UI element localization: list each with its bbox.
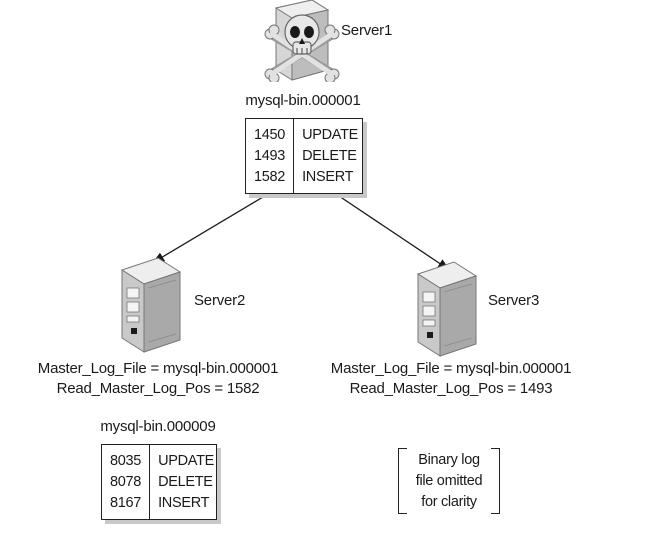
server3-label: Server3 [488, 292, 540, 309]
event-column: UPDATE DELETE INSERT [294, 119, 366, 193]
log-position: 8035 [110, 452, 142, 469]
log-position: 1493 [254, 147, 286, 164]
log-position: 8078 [110, 473, 142, 490]
server2-log-filename: mysql-bin.000009 [100, 418, 216, 435]
note-line: file omitted [415, 473, 483, 489]
server2-label: Server2 [194, 292, 246, 309]
server3 [414, 256, 488, 358]
master-log-filename: mysql-bin.000001 [245, 92, 361, 109]
log-event: UPDATE [158, 452, 215, 469]
left-bracket [398, 448, 407, 514]
right-bracket [491, 448, 500, 514]
master-log-table: 1450 1493 1582 UPDATE DELETE INSERT [245, 118, 363, 194]
server1-label: Server1 [341, 22, 393, 39]
log-event: DELETE [302, 147, 357, 164]
event-column: UPDATE DELETE INSERT [150, 445, 222, 519]
log-event: UPDATE [302, 126, 359, 143]
server2-master-log-file: Master_Log_File = mysql-bin.000001 [37, 360, 279, 377]
position-column: 8035 8078 8167 [102, 445, 151, 519]
log-event: INSERT [158, 494, 210, 511]
log-event: INSERT [302, 168, 354, 185]
server-tower-icon [416, 261, 478, 357]
arrow-to-server2 [152, 193, 269, 264]
server3-read-master-log-pos: Read_Master_Log_Pos = 1493 [349, 380, 553, 397]
skull-crossbones-server-icon [264, 0, 340, 84]
server2 [118, 252, 192, 354]
arrow-to-server3 [335, 193, 450, 271]
note-line: Binary log [418, 452, 480, 468]
server1 [262, 0, 342, 84]
server2-log-table: 8035 8078 8167 UPDATE DELETE INSERT [101, 444, 217, 520]
server2-read-master-log-pos: Read_Master_Log_Pos = 1582 [56, 380, 260, 397]
note-line: for clarity [421, 494, 477, 510]
binary-log-omitted-note: Binary log file omitted for clarity [398, 448, 500, 514]
log-position: 8167 [110, 494, 142, 511]
log-event: DELETE [158, 473, 213, 490]
log-position: 1450 [254, 126, 286, 143]
log-position: 1582 [254, 168, 286, 185]
position-column: 1450 1493 1582 [246, 119, 295, 193]
server-tower-icon [120, 257, 182, 353]
server3-master-log-file: Master_Log_File = mysql-bin.000001 [330, 360, 572, 377]
